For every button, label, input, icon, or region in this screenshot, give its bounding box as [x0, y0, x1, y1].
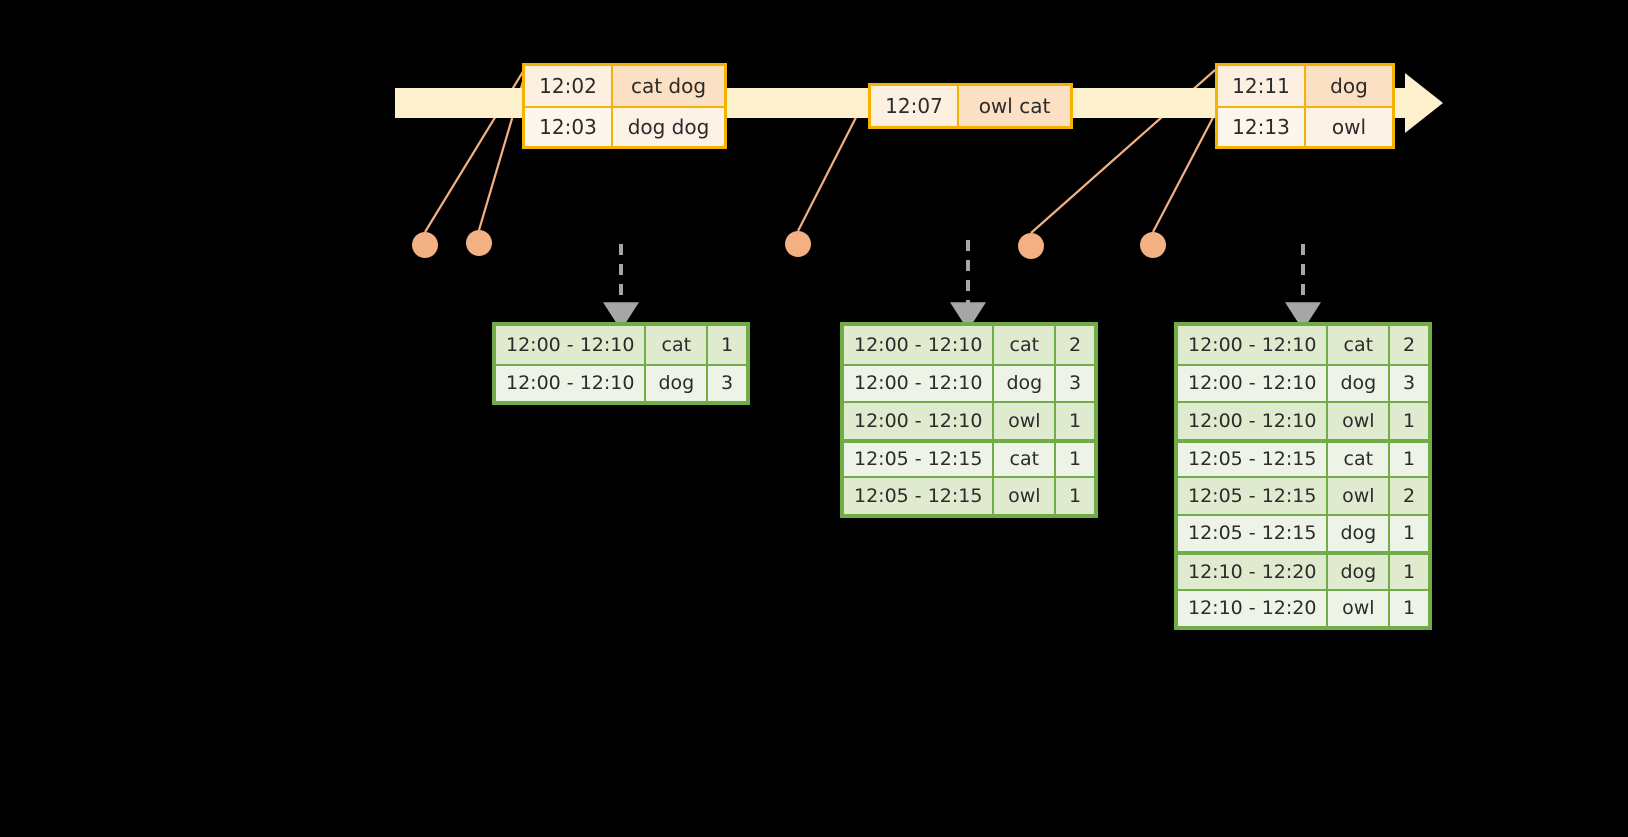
count-cell: 2: [1069, 333, 1082, 356]
event-time: 12:02: [525, 66, 613, 106]
key-cell: cat: [994, 326, 1057, 364]
event-time: 12:13: [1218, 108, 1306, 146]
key-cell: cat: [646, 326, 709, 364]
window-cell: 12:00 - 12:10: [1178, 365, 1329, 401]
event-value: cat dog: [613, 66, 724, 106]
event-dot-2: [466, 230, 492, 256]
count-cell: 1: [1403, 448, 1416, 471]
event-value: dog: [1306, 66, 1392, 106]
timeline-arrow-icon: [1405, 73, 1443, 133]
window-cell: 12:05 - 12:15: [1178, 515, 1329, 551]
window-cell: 12:05 - 12:15: [1178, 442, 1329, 476]
event-dot-3: [785, 231, 811, 257]
window-cell: 12:00 - 12:10: [844, 365, 995, 401]
window-cell: 12:05 - 12:15: [844, 478, 995, 514]
key-cell: dog: [994, 365, 1057, 401]
event-time: 12:03: [525, 108, 613, 146]
connector-line-5: [1152, 107, 1219, 233]
count-cell: 1: [1069, 484, 1082, 507]
count-cell: 1: [1403, 409, 1416, 432]
key-cell: owl: [1328, 478, 1391, 514]
key-cell: dog: [1328, 515, 1391, 551]
key-cell: dog: [1328, 555, 1391, 589]
event-value: dog dog: [613, 108, 724, 146]
event-dot-1: [412, 232, 438, 258]
window-cell: 12:10 - 12:20: [1178, 590, 1329, 626]
key-cell: owl: [994, 403, 1057, 439]
key-cell: cat: [994, 442, 1057, 476]
key-cell: cat: [1328, 326, 1391, 364]
count-cell: 3: [1403, 372, 1416, 395]
window-cell: 12:00 - 12:10: [1178, 403, 1329, 439]
event-dot-5: [1140, 232, 1166, 258]
window-cell: 12:05 - 12:15: [1178, 478, 1329, 514]
count-cell: 2: [1403, 333, 1416, 356]
count-cell: 1: [1403, 560, 1416, 583]
count-cell: 1: [1069, 409, 1082, 432]
window-cell: 12:05 - 12:15: [844, 442, 995, 476]
window-cell: 12:00 - 12:10: [496, 326, 647, 364]
event-time: 12:07: [871, 86, 959, 126]
window-cell: 12:00 - 12:10: [844, 326, 995, 364]
key-cell: owl: [1328, 403, 1391, 439]
event-value: owl: [1306, 108, 1392, 146]
event-time: 12:11: [1218, 66, 1306, 106]
count-cell: 3: [721, 372, 734, 395]
event-value: owl cat: [959, 86, 1070, 126]
count-cell: 1: [721, 333, 734, 356]
key-cell: owl: [1328, 590, 1391, 626]
count-cell: 3: [1069, 372, 1082, 395]
key-cell: owl: [994, 478, 1057, 514]
event-dot-4: [1018, 233, 1044, 259]
window-cell: 12:10 - 12:20: [1178, 555, 1329, 589]
count-cell: 1: [1069, 448, 1082, 471]
count-cell: 1: [1403, 597, 1416, 620]
key-cell: dog: [1328, 365, 1391, 401]
count-cell: 2: [1403, 484, 1416, 507]
key-cell: dog: [646, 365, 709, 401]
window-cell: 12:00 - 12:10: [1178, 326, 1329, 364]
window-cell: 12:00 - 12:10: [496, 365, 647, 401]
count-cell: 1: [1403, 522, 1416, 545]
window-cell: 12:00 - 12:10: [844, 403, 995, 439]
emit-arrows: [603, 240, 1321, 331]
key-cell: cat: [1328, 442, 1391, 476]
